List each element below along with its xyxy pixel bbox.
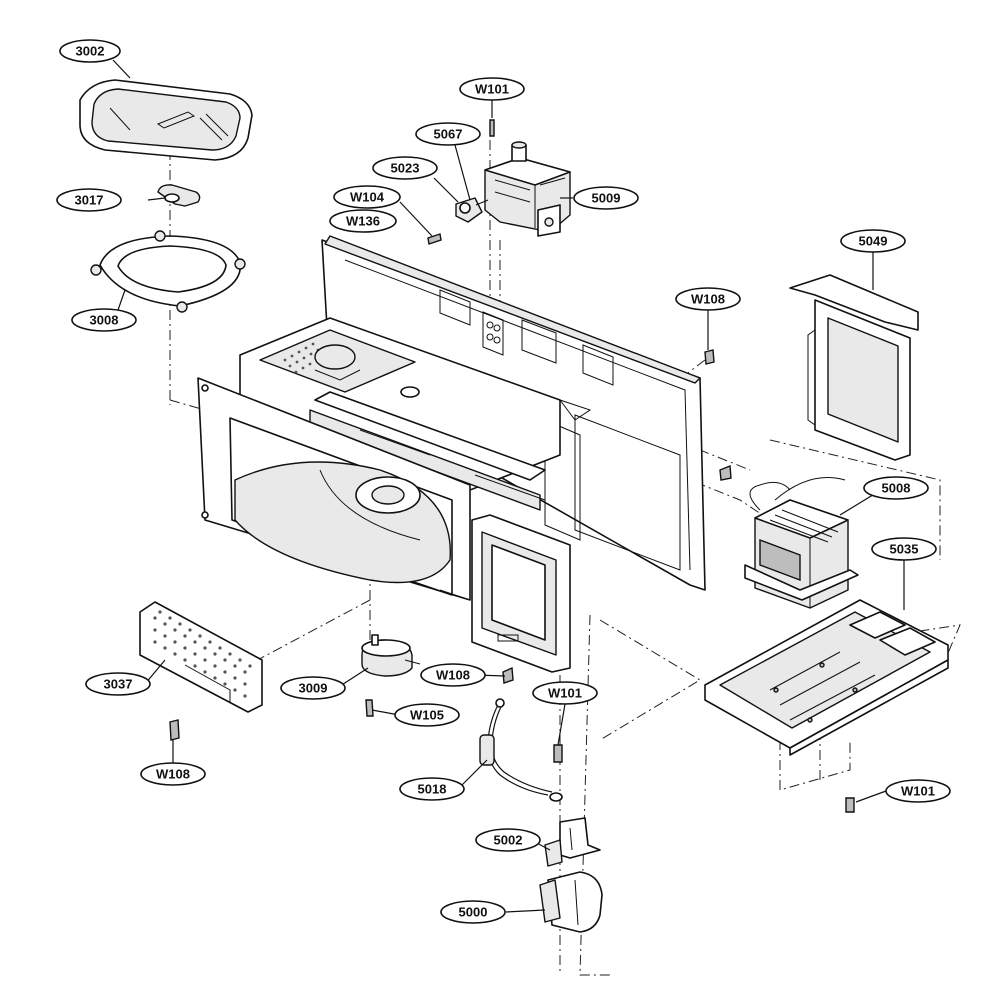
svg-text:5000: 5000: [459, 905, 488, 920]
coupler-3017: [157, 184, 201, 207]
turntable-motor-3009: [361, 634, 421, 677]
callout-w101-top: W101: [459, 77, 525, 101]
callout-5002: 5002: [475, 828, 541, 852]
duct-cover-5049: [789, 274, 919, 461]
bracket-5002: [544, 817, 601, 867]
wire-harness-5018: [479, 698, 563, 802]
svg-text:3008: 3008: [90, 313, 119, 328]
svg-text:5049: 5049: [859, 234, 888, 249]
svg-text:5002: 5002: [494, 833, 523, 848]
callout-5009: 5009: [573, 186, 639, 210]
svg-text:5067: 5067: [434, 127, 463, 142]
callout-w108-middle: W108: [420, 663, 486, 687]
svg-text:W101: W101: [548, 686, 582, 701]
callout-3017: 3017: [56, 188, 122, 212]
svg-text:5008: 5008: [882, 481, 911, 496]
callout-w105: W105: [394, 703, 460, 727]
callout-5008: 5008: [863, 476, 929, 500]
transformer-5008: [744, 477, 859, 609]
svg-text:3037: 3037: [104, 677, 133, 692]
svg-text:W108: W108: [436, 668, 470, 683]
callout-5000: 5000: [440, 900, 506, 924]
svg-text:5035: 5035: [890, 542, 919, 557]
callout-w108-left: W108: [140, 762, 206, 786]
svg-text:W101: W101: [475, 82, 509, 97]
door-latch-frame: [471, 474, 571, 673]
switch-5000: [539, 871, 603, 933]
callout-5049: 5049: [840, 229, 906, 253]
screws: [169, 119, 855, 813]
callout-3008: 3008: [71, 308, 137, 332]
callout-5035: 5035: [871, 537, 937, 561]
callout-w101-bottom: W101: [885, 779, 951, 803]
callout-w101-middle: W101: [532, 681, 598, 705]
callout-3002: 3002: [59, 39, 121, 63]
svg-text:W136: W136: [346, 214, 380, 229]
svg-text:5009: 5009: [592, 191, 621, 206]
svg-text:W105: W105: [410, 708, 444, 723]
svg-text:W101: W101: [901, 784, 935, 799]
svg-text:5023: 5023: [391, 161, 420, 176]
svg-text:3009: 3009: [299, 681, 328, 696]
svg-text:3002: 3002: [76, 44, 105, 59]
svg-text:3017: 3017: [75, 193, 104, 208]
callout-w136: W136: [329, 209, 397, 233]
magnetron-5009: [484, 141, 571, 237]
callout-3009: 3009: [280, 676, 346, 700]
svg-text:W108: W108: [156, 767, 190, 782]
svg-text:5018: 5018: [418, 782, 447, 797]
svg-text:W108: W108: [691, 292, 725, 307]
roller-ring-3008: [90, 230, 246, 313]
callout-5067: 5067: [415, 122, 481, 146]
callout-5023: 5023: [372, 156, 438, 180]
callout-5018: 5018: [399, 777, 465, 801]
vent-grille-3037: [139, 601, 263, 713]
glass-tray-3002: [79, 79, 253, 161]
front-frame: [197, 377, 471, 601]
callout-3037: 3037: [85, 672, 151, 696]
thermostat-5023: [455, 197, 489, 223]
svg-text:W104: W104: [350, 190, 385, 205]
callout-w108-right: W108: [675, 287, 741, 311]
callout-w104: W104: [333, 185, 401, 209]
base-plate-5035: [704, 599, 949, 756]
